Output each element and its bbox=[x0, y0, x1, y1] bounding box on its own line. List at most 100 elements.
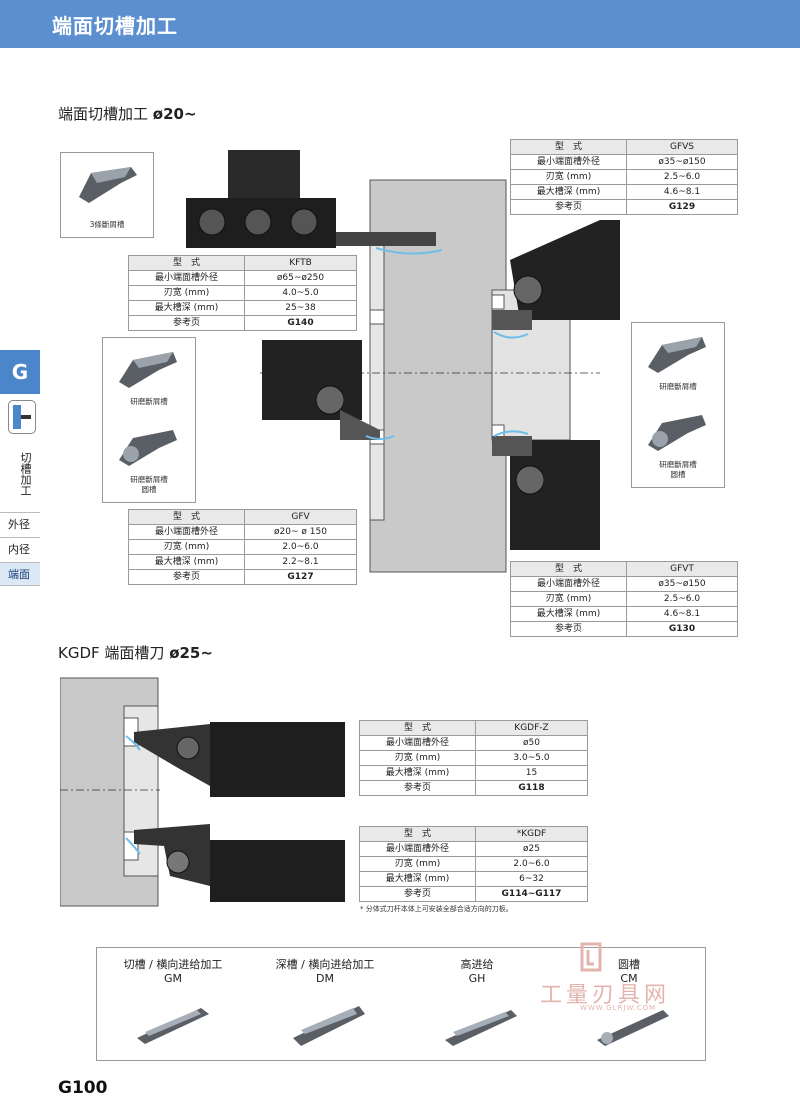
table-cell: 刃宽 (mm) bbox=[359, 856, 476, 872]
insert-type-dm: 深槽 / 横向进给加工 DM bbox=[249, 956, 401, 985]
table-cell: GFV bbox=[244, 509, 357, 525]
insert-caption: 研磨斷屑槽 bbox=[130, 397, 168, 406]
section-title-size: ø25~ bbox=[169, 644, 213, 662]
gfvt-holder bbox=[510, 440, 600, 550]
table-cell: 型 式 bbox=[510, 561, 627, 577]
insert-type-label: 高进给 bbox=[460, 958, 494, 971]
table-cell: 3.0~5.0 bbox=[475, 750, 588, 766]
table-cell: 2.0~6.0 bbox=[244, 539, 357, 555]
insert-caption: 3條斷屑槽 bbox=[89, 220, 125, 229]
insert-box-ground-right: 研磨斷屑槽 研磨斷屑槽 圆槽 bbox=[631, 322, 725, 488]
chapter-g-tab[interactable]: G bbox=[0, 350, 40, 394]
kgdf-holder bbox=[210, 840, 345, 902]
table-cell: 参考页 bbox=[359, 780, 476, 796]
table-cell: GFVT bbox=[626, 561, 738, 577]
insert-dm-image bbox=[293, 1006, 365, 1046]
table-cell: 15 bbox=[475, 765, 588, 781]
table-cell: 最小端面槽外径 bbox=[359, 735, 476, 751]
insert-type-gh: 高进给 GH bbox=[401, 956, 553, 985]
table-cell: 刃宽 (mm) bbox=[510, 169, 627, 185]
table-cell: KFTB bbox=[244, 255, 357, 271]
table-cell: 2.2~8.1 bbox=[244, 554, 357, 570]
table-cell: ø35~ø150 bbox=[626, 576, 738, 592]
table-cell: 2.0~6.0 bbox=[475, 856, 588, 872]
table-cell: ø35~ø150 bbox=[626, 154, 738, 170]
table-cell: 最大槽深 (mm) bbox=[510, 184, 627, 200]
table-cell: 最大槽深 (mm) bbox=[128, 554, 245, 570]
tab-inner-diameter[interactable]: 内径 bbox=[0, 537, 40, 561]
watermark-url: WWW.GLRJW.COM bbox=[580, 1004, 657, 1012]
table-cell: 型 式 bbox=[128, 255, 245, 271]
table-cell: 刃宽 (mm) bbox=[128, 539, 245, 555]
table-cell: GFVS bbox=[626, 139, 738, 155]
chapter-vertical-label: 切槽加工 bbox=[19, 452, 32, 496]
insert-images bbox=[137, 1006, 669, 1046]
table-cell: 型 式 bbox=[359, 826, 476, 842]
table-cell: ø50 bbox=[475, 735, 588, 751]
table-cell: 参考页 bbox=[510, 199, 627, 215]
table-cell: G129 bbox=[626, 199, 738, 215]
table-cell: 最大槽深 (mm) bbox=[510, 606, 627, 622]
table-cell: 最大槽深 (mm) bbox=[359, 765, 476, 781]
face-grooving-illustration bbox=[186, 150, 620, 573]
table-cell: 2.5~6.0 bbox=[626, 591, 738, 607]
table-cell: *KGDF bbox=[475, 826, 588, 842]
insert-caption: 研磨斷屑槽 bbox=[659, 382, 697, 391]
table-cell: 刃宽 (mm) bbox=[359, 750, 476, 766]
kftb-holder bbox=[228, 150, 300, 198]
section-title-face-grooving: 端面切槽加工 ø20~ bbox=[58, 103, 197, 124]
insert-box-ground-left: 研磨斷屑槽 研磨斷屑槽 圆槽 bbox=[102, 337, 196, 503]
watermark-brand: 工量刃具网 bbox=[540, 983, 671, 1008]
tab-face[interactable]: 端面 bbox=[0, 562, 40, 586]
table-cell: 参考页 bbox=[359, 886, 476, 902]
gfvs-holder bbox=[510, 220, 620, 320]
table-cell: G127 bbox=[244, 569, 357, 585]
table-cell: G114~G117 bbox=[475, 886, 588, 902]
insert-gh-image bbox=[445, 1010, 517, 1046]
table-cell: 型 式 bbox=[359, 720, 476, 736]
section-title-size: ø20~ bbox=[152, 105, 197, 123]
insert-caption: 圆槽 bbox=[141, 485, 157, 494]
table-cell: 刃宽 (mm) bbox=[128, 285, 245, 301]
table-cell: ø65~ø250 bbox=[244, 270, 357, 286]
footnote: * 分体式刀杆本体上可安装全部合适方向的刀板。 bbox=[360, 905, 513, 913]
section-title-kgdf: KGDF 端面槽刀 ø25~ bbox=[58, 642, 213, 663]
table-cell: 参考页 bbox=[128, 315, 245, 331]
table-cell: G140 bbox=[244, 315, 357, 331]
insert-type-label: 深槽 / 横向进给加工 bbox=[275, 958, 375, 971]
table-cell: 最小端面槽外径 bbox=[128, 524, 245, 540]
insert-types-panel: 切槽 / 横向进给加工 GM 深槽 / 横向进给加工 DM 高进给 GH 圆槽 … bbox=[96, 947, 706, 1061]
insert-type-label: 圆槽 bbox=[618, 958, 640, 971]
table-cell: 最小端面槽外径 bbox=[359, 841, 476, 857]
insert-type-label: 切槽 / 横向进给加工 bbox=[123, 958, 223, 971]
grooving-icon bbox=[8, 400, 36, 434]
section-title-text: KGDF 端面槽刀 bbox=[58, 644, 170, 662]
table-cell: ø25 bbox=[475, 841, 588, 857]
table-cell: 刃宽 (mm) bbox=[510, 591, 627, 607]
tab-outer-diameter[interactable]: 外径 bbox=[0, 512, 40, 536]
gfv-holder bbox=[262, 340, 362, 420]
insert-type-code: CM bbox=[620, 972, 638, 985]
table-cell: 最小端面槽外径 bbox=[510, 154, 627, 170]
table-cell: 6~32 bbox=[475, 871, 588, 887]
table-cell: 型 式 bbox=[510, 139, 627, 155]
table-cell: 最大槽深 (mm) bbox=[359, 871, 476, 887]
table-cell: 型 式 bbox=[128, 509, 245, 525]
table-cell: 最小端面槽外径 bbox=[510, 576, 627, 592]
table-cell: 4.0~5.0 bbox=[244, 285, 357, 301]
table-cell: 2.5~6.0 bbox=[626, 169, 738, 185]
kgdf-illustration bbox=[60, 677, 345, 907]
table-cell: 参考页 bbox=[510, 621, 627, 637]
table-cell: KGDF-Z bbox=[475, 720, 588, 736]
page-number: G100 bbox=[58, 1078, 108, 1098]
insert-type-code: GM bbox=[163, 972, 182, 985]
insert-caption: 圆槽 bbox=[670, 470, 686, 479]
table-cell: 参考页 bbox=[128, 569, 245, 585]
table-cell: 4.6~8.1 bbox=[626, 184, 738, 200]
